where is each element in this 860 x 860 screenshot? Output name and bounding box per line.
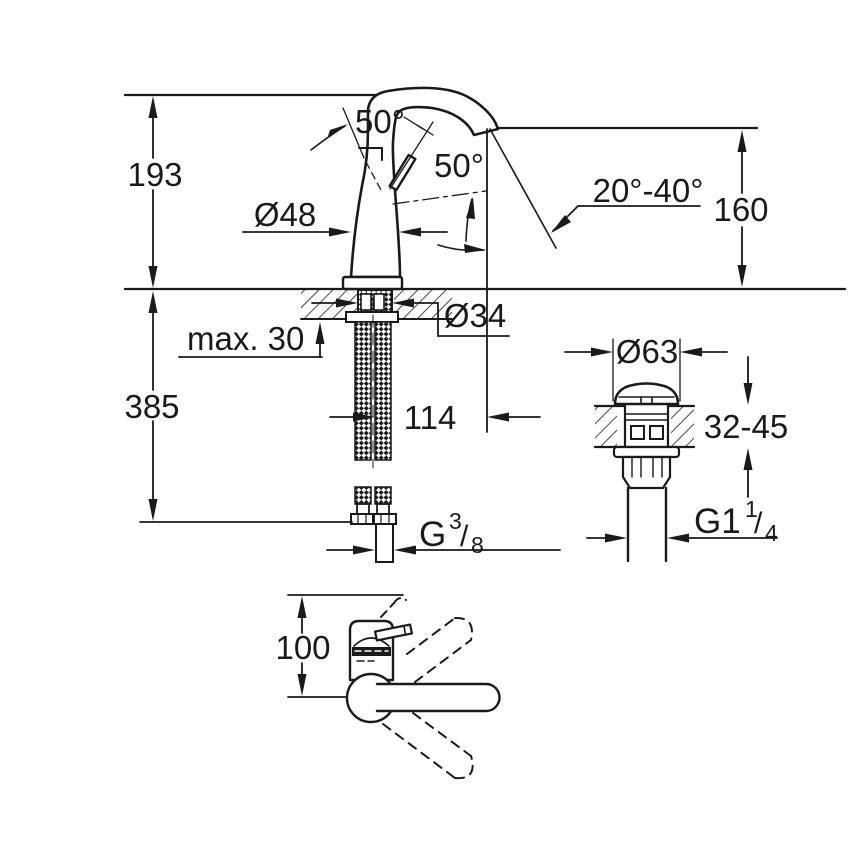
angle-arcs [310,124,486,253]
waste-detail-view: Ø63 32-45 G1 1 / 4 [564,333,788,563]
top-view: 100 [275,594,501,780]
label-stream-angle: 20°-40° [593,172,704,209]
dim-below-deck: 385 [124,291,353,523]
waste-plug-cap [613,382,680,406]
label-below-deck: 385 [124,388,179,425]
dim-spout-projection: 114 [329,399,541,436]
waste-locknut [621,455,672,490]
dim-shank-diameter: Ø34 [311,297,510,337]
label-plug-diameter: Ø63 [616,333,678,370]
dim-body-diameter: Ø48 [242,196,448,237]
stream-line [489,128,557,249]
label-hose-thread-denominator: 8 [471,532,484,558]
dim-deck-range: 32-45 [704,356,788,498]
label-overall-height: 193 [127,156,182,193]
spout-shoulder-arc [353,637,390,647]
dim-stream-angle: 20°-40° [551,172,703,233]
label-body-diameter: Ø48 [254,196,316,233]
waste-flange [612,445,681,459]
lever-dashed-down [382,712,474,780]
label-hose-thread-prefix: G [419,515,446,554]
dim-deck-max: max. 30 [178,320,325,358]
dim-spout-height: 160 [713,130,769,287]
dim-waste-thread: G1 1 / 4 [586,496,778,546]
dim-hose-thread: G 3 / 8 [326,508,561,558]
waste-window-right [649,425,664,440]
supply-hoses [350,278,397,563]
label-waste-thread-denominator: 4 [765,520,778,546]
basin-hatch-right [671,406,694,447]
label-hose-thread-slash: / [460,520,469,553]
dim-overall-height: 193 [127,96,183,288]
pin-rotated-dashed [380,597,407,618]
label-waste-thread-numerator: 1 [745,496,758,522]
lever-dashed-up [406,616,473,683]
lever-solid-fill [377,684,500,711]
label-shank-diameter: Ø34 [444,297,506,334]
side-view: 193 385 Ø48 50° 50° 20°-40° [123,86,847,563]
faucet-base-plate [341,275,404,291]
label-top-depth: 100 [275,629,330,666]
dim-plug-diameter: Ø63 [564,333,728,402]
hose-nipple [375,523,394,563]
label-waste-thread-slash: / [754,507,763,540]
shank-window-left [360,293,372,311]
label-deck-max: max. 30 [187,320,304,357]
label-waste-thread-prefix: G1 [694,502,741,541]
lever-solid-outline [375,682,501,713]
handle-pin [388,153,417,192]
hose-nut-right [373,513,397,525]
label-hose-thread-numerator: 3 [449,508,462,534]
mounting-washer [345,311,399,323]
waste-window-left [630,425,645,440]
label-deck-range: 32-45 [704,408,788,445]
label-handle-angle-open: 50° [355,103,405,140]
basin-hatch-left [595,406,617,447]
shank-window-right [373,293,385,311]
label-spout-height: 160 [713,191,768,228]
handle-axis-lines [342,107,487,205]
hose-nut-left [350,513,374,525]
label-spout-projection: 114 [404,399,457,436]
pin-top-view [374,623,413,642]
dim-top-depth: 100 [275,596,331,696]
label-handle-angle-swing: 50° [434,147,484,184]
faucet-body-outline [349,86,500,279]
